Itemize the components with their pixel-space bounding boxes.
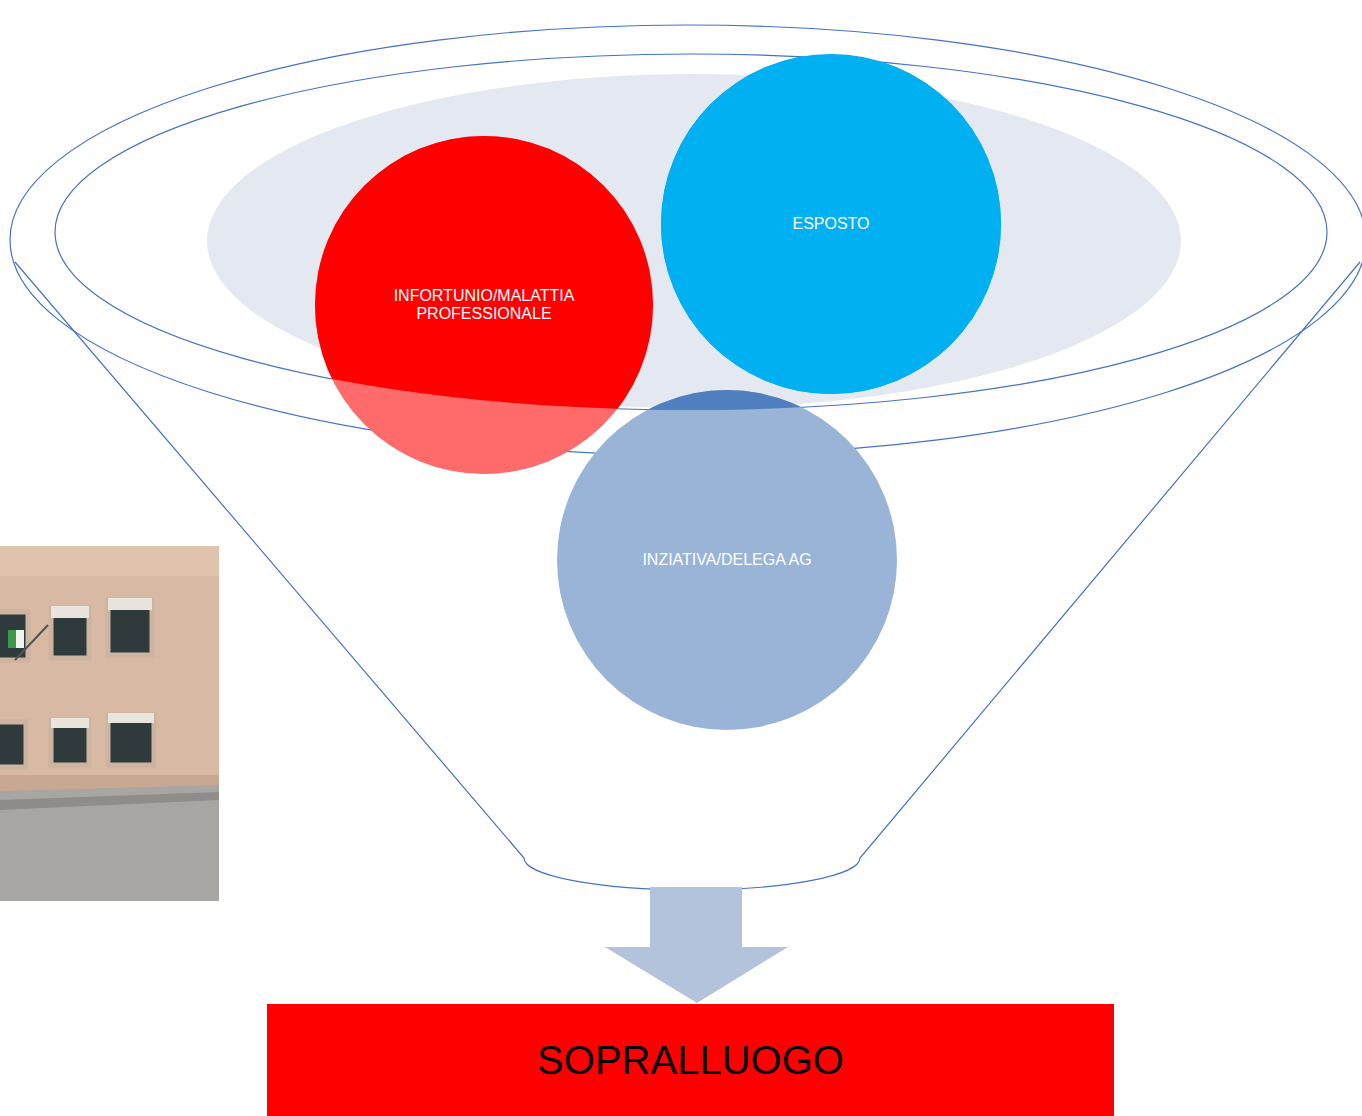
node-label: INFORTUNIO/MALATTIA PROFESSIONALE [374, 287, 594, 324]
shutter [51, 606, 89, 618]
curb [0, 792, 219, 810]
windows [0, 600, 154, 767]
funnel [10, 25, 1362, 890]
funnel-rim-inner [55, 54, 1327, 410]
circle-fill [315, 136, 653, 474]
red-circle: INFORTUNIO/MALATTIA PROFESSIONALE [315, 136, 653, 474]
building-wall [0, 546, 219, 576]
circle-fill-inside-rim [661, 54, 1001, 394]
blue-circle: ESPOSTO [661, 54, 1001, 394]
funnel-rim-outer [10, 25, 1362, 455]
result-box: SOPRALLUOGO [267, 1004, 1114, 1116]
grey-circle: INZIATIVA/DELEGA AG [557, 390, 897, 730]
flag-white [16, 630, 24, 648]
flag-pole [15, 625, 48, 660]
window [0, 612, 28, 660]
down-arrow [605, 887, 788, 1003]
text-group: INZIATIVA/DELEGA AG [607, 551, 847, 569]
node-label: SOPRALLUOGO [537, 1037, 844, 1083]
flag-green [8, 630, 16, 648]
circle-fill [661, 54, 1001, 394]
text-group: SOPRALLUOGO [537, 1037, 844, 1083]
window [0, 722, 26, 767]
node-label: ESPOSTO [721, 215, 941, 233]
shutter [108, 598, 152, 610]
shutters [51, 598, 154, 728]
pavement [0, 785, 219, 901]
shutter [108, 713, 154, 723]
circle-fill [557, 390, 897, 730]
building-wall [0, 546, 219, 901]
building-photo [0, 546, 219, 901]
node-label: INZIATIVA/DELEGA AG [607, 551, 847, 569]
shutter [51, 718, 89, 728]
circle-fill-inside-rim [315, 136, 653, 474]
flag [8, 625, 48, 660]
text-group: ESPOSTO [721, 215, 941, 233]
text-group: INFORTUNIO/MALATTIA PROFESSIONALE [374, 287, 594, 324]
box-fill [267, 1004, 1114, 1116]
circle-fill-inside-rim [557, 390, 897, 730]
